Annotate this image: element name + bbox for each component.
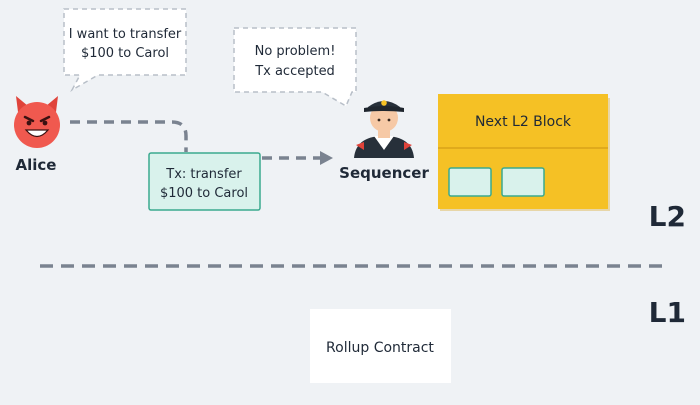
l2-label: L2 [649,200,686,233]
sequencer-officer-icon [354,100,414,158]
block-tx-slot-1 [448,167,492,197]
alice-speech-line2: $100 to Carol [81,46,169,61]
block-title: Next L2 Block [475,114,572,130]
rollup-contract-box: Rollup Contract [310,309,451,383]
alice-label: Alice [16,156,57,174]
sequencer-label: Sequencer [339,164,429,182]
next-l2-block: Next L2 Block [438,94,610,211]
l1-label: L1 [649,296,686,329]
rollup-contract-label: Rollup Contract [326,340,434,356]
block-tx-slot-2 [501,167,545,197]
transaction-line1: Tx: transfer [165,167,242,182]
sequencer-speech-bubble: No problem! Tx accepted [233,27,357,108]
tx-to-sequencer-arrow [262,151,333,165]
transaction-card: Tx: transfer $100 to Carol [148,152,261,211]
alice-devil-icon [14,96,60,148]
alice-speech-line1: I want to transfer [69,27,182,42]
alice-to-tx-connector [70,120,188,152]
sequencer-speech-line2: Tx accepted [254,64,335,79]
alice-speech-bubble: I want to transfer $100 to Carol [63,8,187,92]
transaction-line2: $100 to Carol [160,186,248,201]
sequencer-speech-line1: No problem! [255,44,336,59]
